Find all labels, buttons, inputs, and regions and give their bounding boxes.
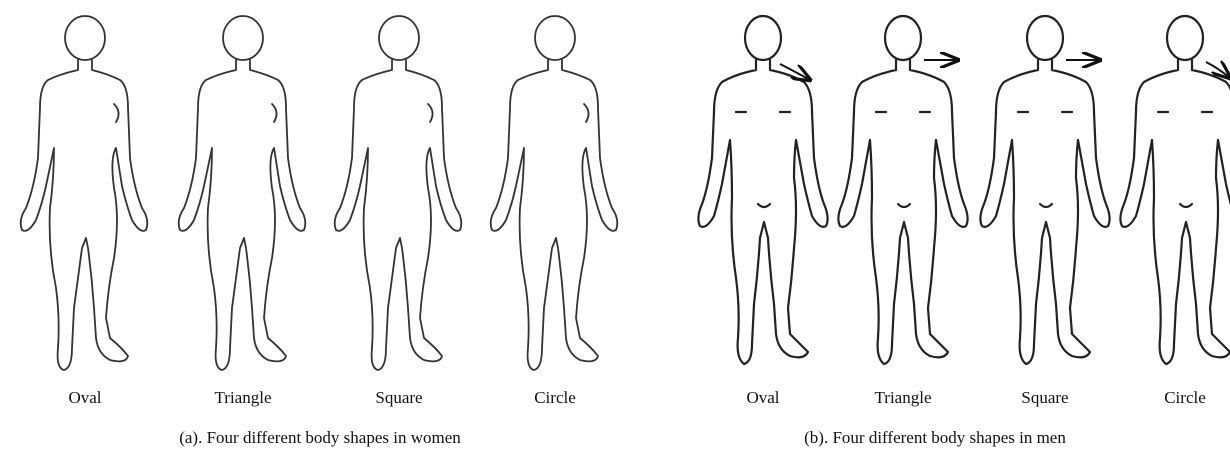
women-panel: Oval Triangle Square Circle (a). Four di…: [0, 0, 640, 452]
male-body-silhouette: [1110, 8, 1230, 380]
men-panel: Oval Triangle Square Circle (b). Four di…: [640, 0, 1230, 452]
female-body-silhouette: [324, 8, 474, 380]
men-label-circle: Circle: [1110, 388, 1230, 408]
female-body-silhouette: [10, 8, 160, 380]
women-caption: (a). Four different body shapes in women: [20, 428, 620, 448]
male-body-silhouette: [970, 8, 1120, 380]
women-label-oval: Oval: [10, 388, 160, 408]
men-caption: (b). Four different body shapes in men: [660, 428, 1210, 448]
men-label-oval: Oval: [688, 388, 838, 408]
women-label-square: Square: [324, 388, 474, 408]
male-body-silhouette: [828, 8, 978, 380]
men-label-square: Square: [970, 388, 1120, 408]
women-label-circle: Circle: [480, 388, 630, 408]
men-label-triangle: Triangle: [828, 388, 978, 408]
women-label-triangle: Triangle: [168, 388, 318, 408]
female-body-silhouette: [480, 8, 630, 380]
male-body-silhouette: [688, 8, 838, 380]
female-body-silhouette: [168, 8, 318, 380]
